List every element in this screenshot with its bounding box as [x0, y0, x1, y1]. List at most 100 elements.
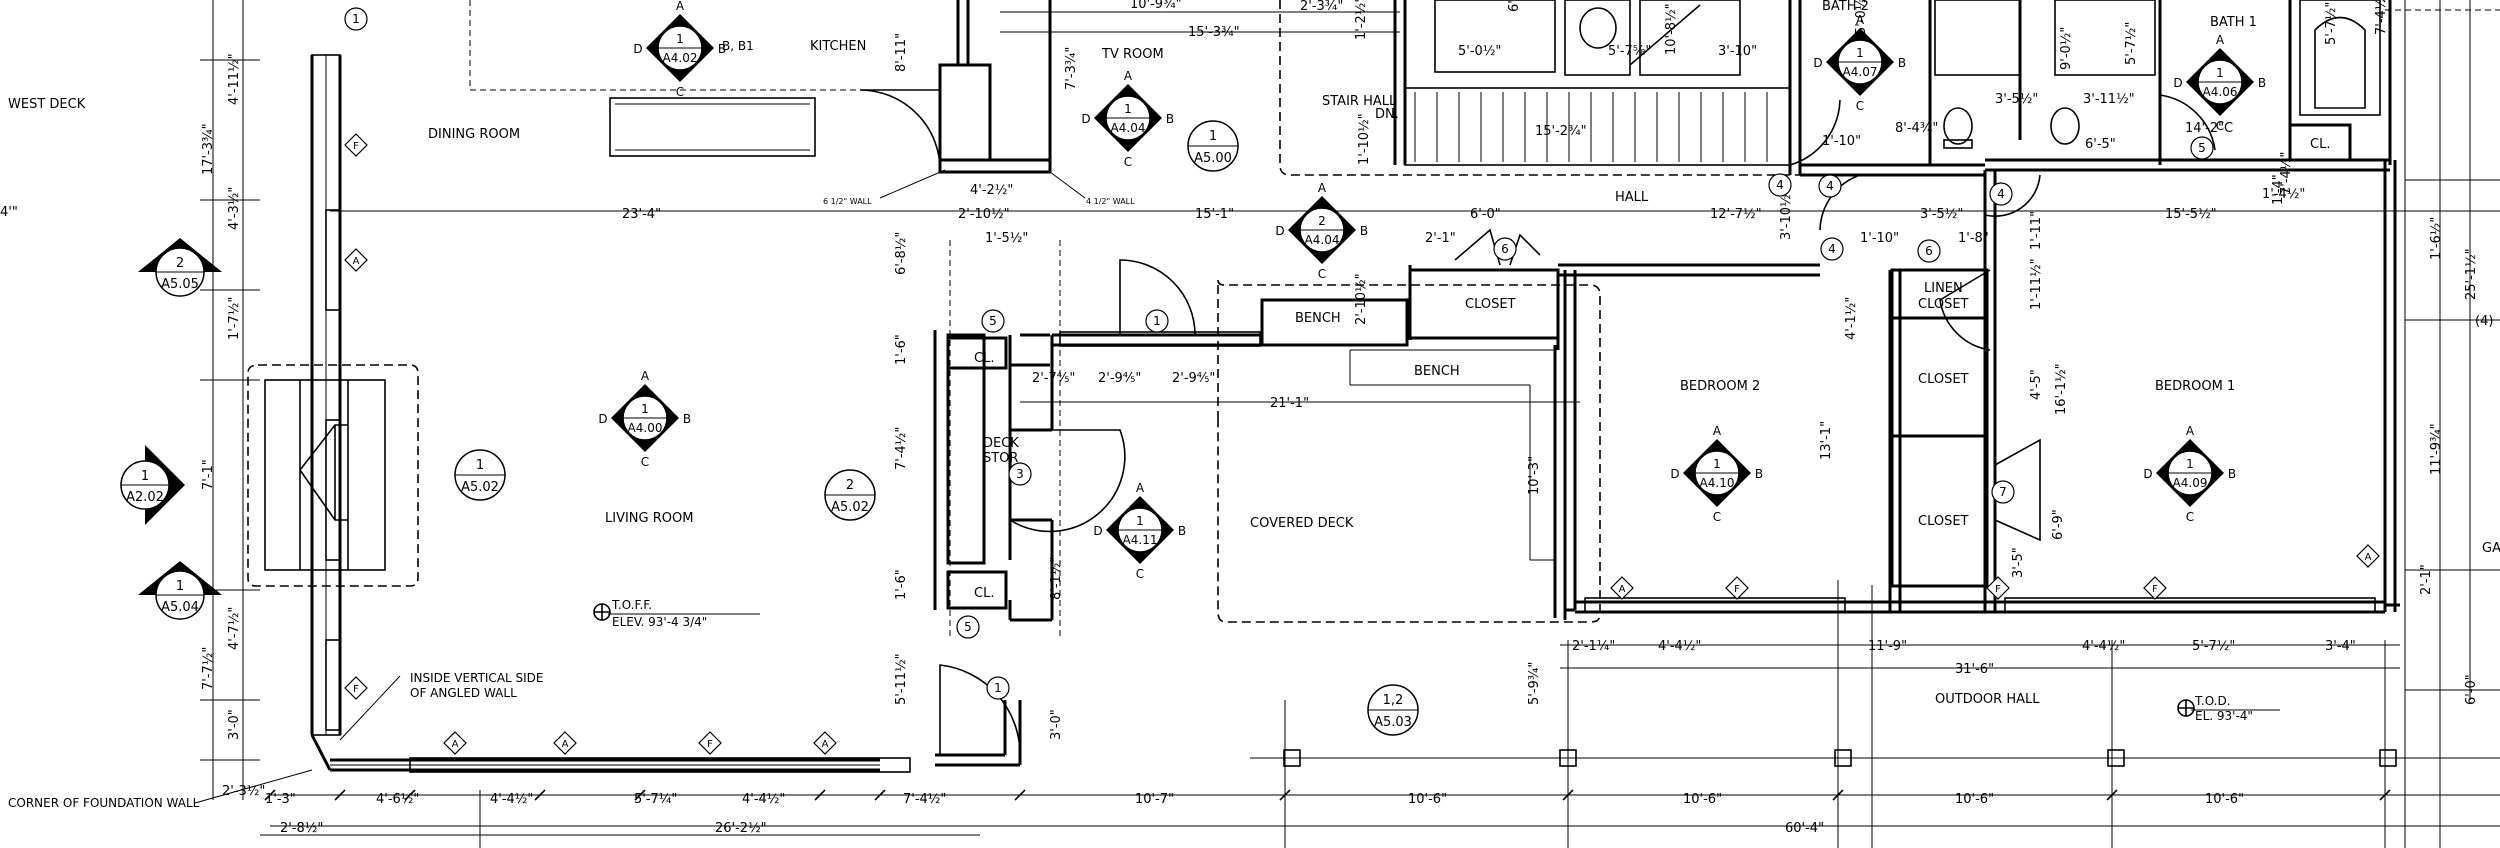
note-six-half-wall: 6 1/2" WALL: [823, 197, 872, 206]
vdim-11-9: 11'-9¾": [2429, 423, 2444, 475]
dim-60-4: 60'-4": [1785, 821, 1824, 836]
elevation-mark-sheet: A4.04: [1305, 233, 1340, 247]
room-living-room: LIVING ROOM: [605, 511, 693, 526]
dim-5-7c: 5'-7¼": [634, 792, 677, 807]
vdim-1-11: 1'-11": [2029, 211, 2044, 250]
dim-4-4b: 4'-4½": [2082, 639, 2125, 654]
dim-31-6: 31'-6": [1955, 662, 1994, 677]
window-tag: A: [2356, 544, 2380, 568]
elevation-mark-sheet: A4.07: [1843, 65, 1878, 79]
elevation-letter-a: A: [1713, 424, 1722, 438]
door-tag: 4: [1820, 237, 1844, 261]
elevation-letter-a: A: [641, 369, 650, 383]
window-tag: A: [1610, 576, 1634, 600]
elevation-letter-a: A: [1124, 69, 1133, 83]
vdim-1-2: 1'-2½": [1354, 0, 1369, 40]
dim-1-4: 1'-4½": [2262, 187, 2305, 202]
elevation-letter-a: A: [2216, 33, 2225, 47]
door-tag: 6: [1917, 239, 1941, 263]
vdim-3-5: 3'-5": [2011, 547, 2026, 578]
room-tv-room: TV ROOM: [1101, 47, 1164, 62]
elevation-letter-d: D: [1813, 56, 1822, 70]
room-closet-top: CLOSET: [1465, 297, 1516, 312]
side-mark-sheet: A2.02: [126, 490, 164, 505]
stair-dn-label: DN.: [1375, 107, 1399, 122]
vdim-3-0b: 3'-0": [1049, 709, 1064, 740]
vdim-16-1: 16'-1½": [2054, 363, 2069, 415]
window-tag: A: [344, 248, 368, 272]
door-tag: 7: [1991, 480, 2015, 504]
door-tag: 5: [981, 309, 1005, 333]
dim-4-2: 4'-2½": [970, 183, 1013, 198]
dim-7-4: 7'-4½": [903, 792, 946, 807]
dim-12-7: 12'-7½": [1710, 207, 1762, 222]
elevation-mark-number: 1: [1136, 514, 1144, 528]
door-tag-number: 5: [964, 620, 972, 634]
vdim-4-7: 4'-7½": [227, 607, 242, 650]
vdim-13-1: 13'-1": [1819, 421, 1834, 460]
dim-2-3b: 2'-3½": [222, 784, 265, 799]
dim-15-1: 15'-1": [1195, 207, 1234, 222]
dim-15-3: 15'-3¾": [1188, 25, 1240, 40]
room-closet-b: CLOSET: [1918, 514, 1969, 529]
dim-6-0: 6'-0": [1470, 207, 1501, 222]
section-mark-sheet: A5.03: [1374, 715, 1412, 730]
window-tag: A: [813, 731, 837, 755]
dim-11-9: 11'-9": [1868, 639, 1907, 654]
room-bath-1: BATH 1: [2210, 15, 2257, 30]
vdim-9-0: 9'-0½": [2059, 27, 2074, 70]
room-bedroom-1: BEDROOM 1: [2155, 379, 2235, 394]
elevation-mark-number: 1: [641, 402, 649, 416]
window-tag: A: [443, 731, 467, 755]
section-mark-s2: 2A5.02: [824, 469, 876, 521]
section-mark-sheet: A5.00: [1194, 151, 1232, 166]
section-mark-number: 1: [1209, 129, 1217, 144]
note-b-b1: B, B1: [722, 39, 754, 53]
dim-2-7: 2'-7⅘": [1032, 371, 1075, 386]
vdim-1-4: 1'-4": [2271, 174, 2286, 205]
vdim-1-7: 1'-7½": [227, 297, 242, 340]
room-deck-stor-1: DECK: [983, 436, 1019, 451]
vdim-4-5: 4'-5": [2029, 369, 2044, 400]
vdim-5-7: 5'-7½": [2324, 2, 2339, 45]
door-tag: 1: [344, 7, 368, 31]
window-tag-letter: F: [1995, 584, 2001, 595]
window-tag: F: [2143, 576, 2167, 600]
section-mark-number: 2: [846, 478, 854, 493]
dim-3-5b: 3'-5½": [1995, 92, 2038, 107]
dim-14-2: 14'-2"C: [2185, 121, 2233, 136]
elevation-mark-sheet: A4.04: [1111, 121, 1146, 135]
door-tag-number: 4: [1826, 179, 1834, 193]
dim-5-7: 5'-7⅝": [1608, 44, 1651, 59]
dim-2-8: 2'-8½": [280, 821, 323, 836]
elevation-letter-c: C: [641, 455, 649, 469]
elevation-letter-d: D: [1275, 224, 1284, 238]
elevation-letter-d: D: [1081, 112, 1090, 126]
windows: [325, 209, 2376, 773]
door-tag-number: 1: [994, 681, 1002, 695]
elevation-letter-c: C: [1136, 567, 1144, 581]
vdim-5-7c: 5'-7½": [2124, 22, 2139, 65]
dim-3-4: 3'-4": [2325, 639, 2356, 654]
side-section-mark-m3: 1A5.04: [138, 561, 222, 620]
side-section-mark-m1: 2A5.05: [138, 238, 222, 297]
elevation-letter-d: D: [1093, 524, 1102, 538]
elevation-mark-number: 1: [1713, 457, 1721, 471]
door-tag: 5: [2190, 136, 2214, 160]
door-tag-number: 6: [1925, 244, 1933, 258]
elevation-letter-b: B: [718, 42, 726, 56]
dim-10-6d: 10'-6": [2205, 792, 2244, 807]
section-mark-s4: 1,2A5.03: [1367, 684, 1419, 736]
window-tag-letter: A: [562, 739, 569, 750]
window-tag: F: [698, 731, 722, 755]
door-tag: 1: [1145, 309, 1169, 333]
vdim-7-4b: 7'-4½": [2374, 0, 2389, 35]
dim-26-2: 26'-2½": [715, 821, 767, 836]
vdim-8-11: 8'-11": [894, 33, 909, 72]
room-bench-top: BENCH: [1295, 311, 1341, 326]
